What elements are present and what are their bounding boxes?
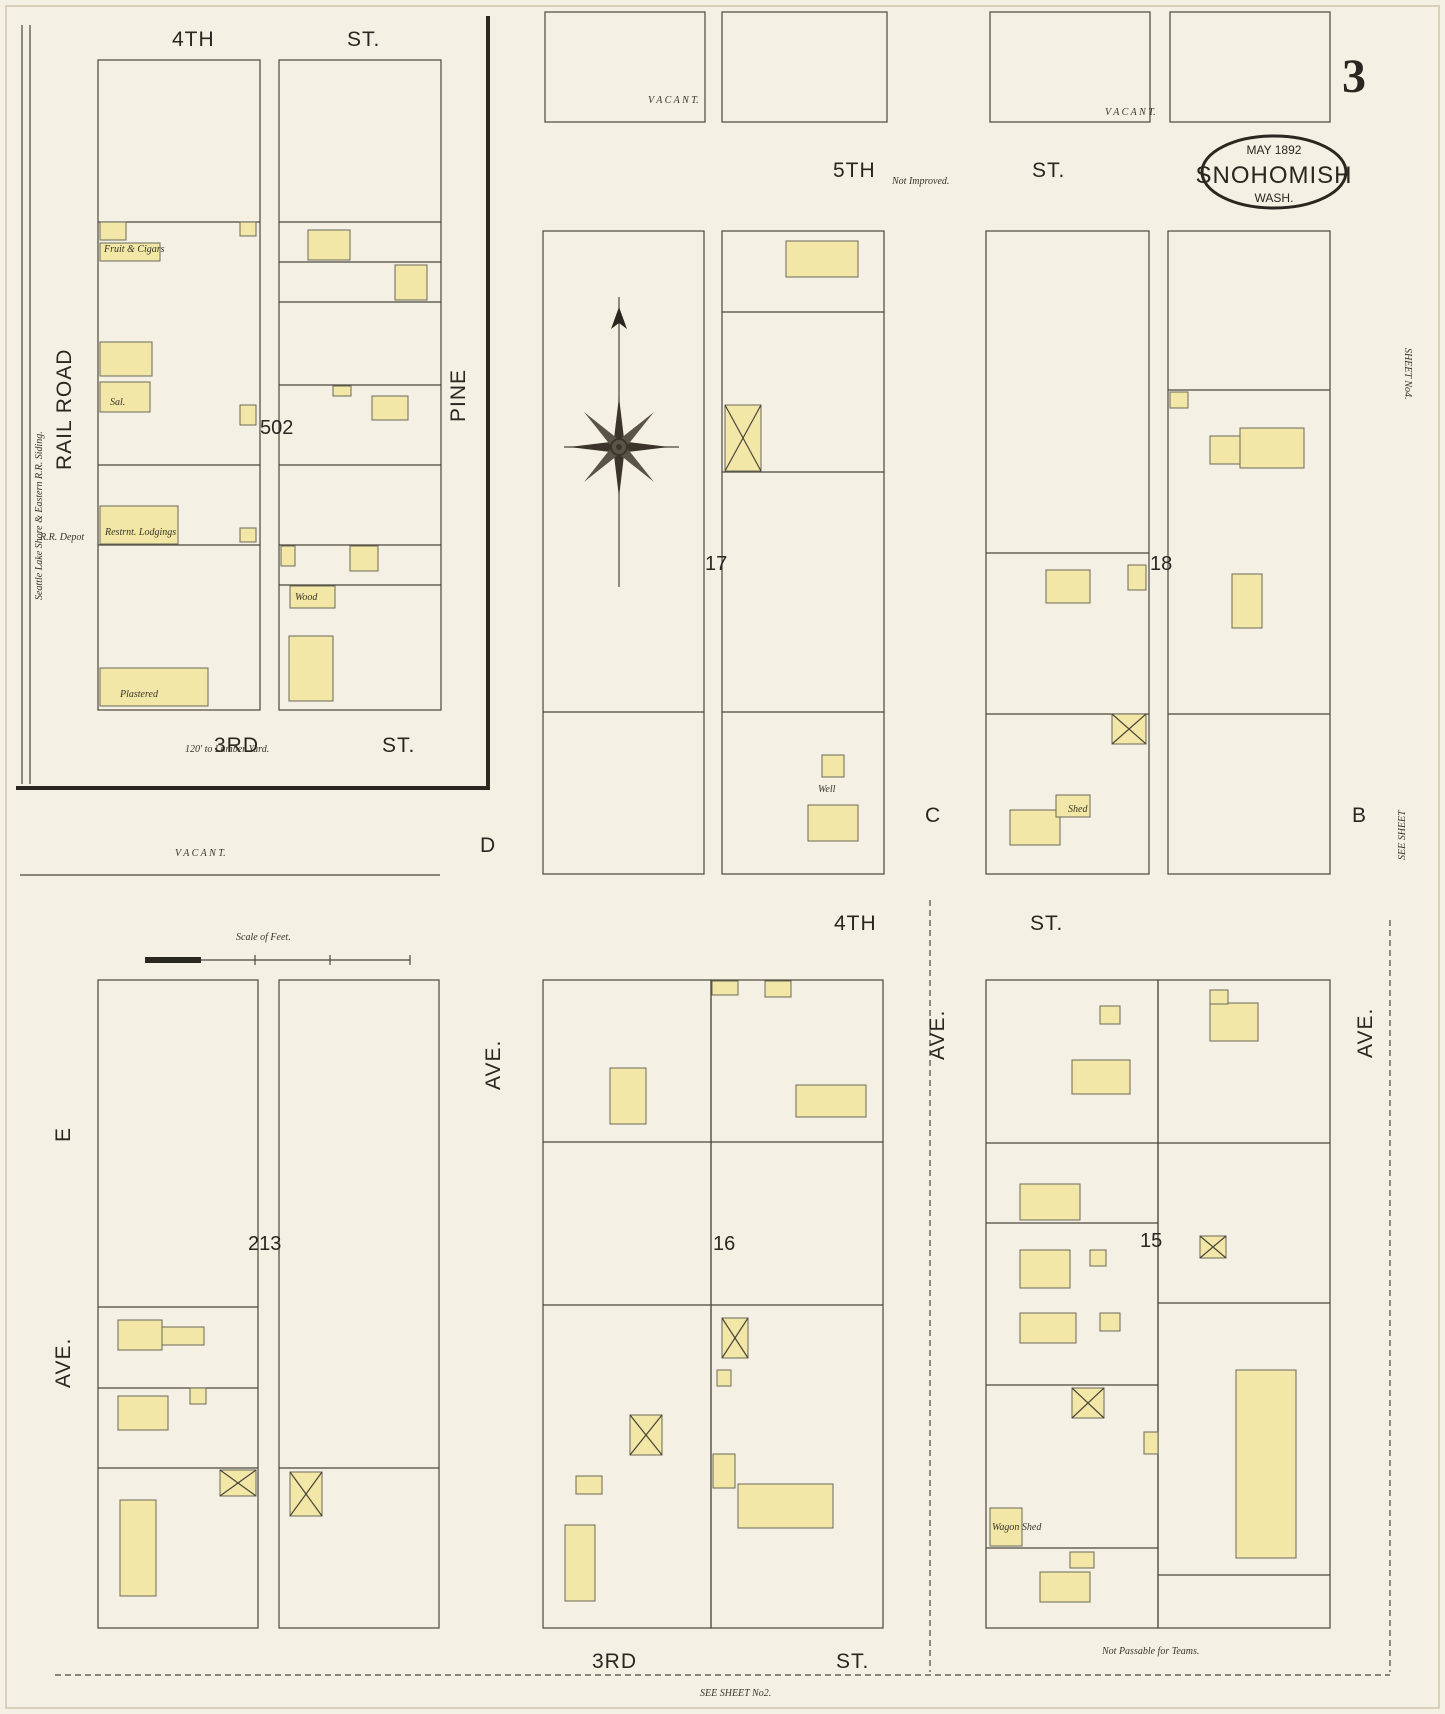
- scale-bar: Scale of Feet.: [145, 932, 411, 965]
- street-3rd-left: 3RD: [214, 734, 259, 757]
- plastered-label: Plastered: [119, 689, 159, 700]
- street-rail-road: RAIL ROAD: [53, 349, 76, 470]
- street-4th-top: 4TH: [172, 28, 215, 51]
- vacant-label-1: V A C A N T.: [648, 95, 699, 106]
- block-17: [542, 230, 885, 875]
- street-pine: PINE: [447, 369, 470, 422]
- scale-label: Scale of Feet.: [236, 932, 291, 943]
- paper-edge: [5, 5, 1440, 1709]
- wood-label: Wood: [295, 592, 318, 603]
- not-improved-label: Not Improved.: [891, 176, 949, 187]
- street-ave-c: AVE.: [926, 1010, 949, 1060]
- street-5th: 5TH: [833, 159, 876, 182]
- compass-rose: [564, 297, 679, 587]
- street-st-top-left: ST.: [347, 28, 380, 51]
- title-state: WASH.: [1255, 191, 1294, 205]
- seattle-rr-label: Seattle Lake Shore & Eastern R.R. Siding…: [34, 431, 45, 600]
- block-number-16: 16: [713, 1233, 735, 1255]
- block-213: [97, 979, 440, 1629]
- vacant-label-3: V A C A N T.: [175, 848, 226, 859]
- sheet-no4-label: SHEET No4.: [1402, 348, 1413, 400]
- sheet-number: 3: [1342, 50, 1366, 103]
- street-st-5th: ST.: [1032, 159, 1065, 182]
- street-b: B: [1352, 804, 1367, 827]
- saloon-label: Sal.: [110, 397, 125, 408]
- street-e: E: [52, 1127, 75, 1142]
- title-city: SNOHOMISH: [1195, 162, 1352, 189]
- block-18: [985, 230, 1331, 875]
- street-st-4th: ST.: [1030, 912, 1063, 935]
- title-cartouche: MAY 1892 SNOHOMISH WASH.: [1195, 134, 1352, 210]
- wagon-shed-label: Wagon Shed: [992, 1522, 1042, 1533]
- street-ave-d: AVE.: [482, 1040, 505, 1090]
- street-c: C: [925, 804, 941, 827]
- inset-frame: [16, 16, 490, 790]
- title-date: MAY 1892: [1247, 143, 1302, 157]
- shed-label: Shed: [1068, 804, 1088, 815]
- street-st-bottom: ST.: [836, 1650, 869, 1673]
- block-number-213: 213: [248, 1233, 281, 1255]
- rr-depot-label: R.R. Depot: [39, 532, 84, 543]
- block-502: [97, 59, 442, 711]
- street-4th: 4TH: [834, 912, 877, 935]
- block-15: [985, 979, 1331, 1629]
- vacant-label-2: V A C A N T.: [1105, 107, 1156, 118]
- street-st-3rd-left: ST.: [382, 734, 415, 757]
- block-number-17: 17: [705, 553, 727, 575]
- block-number-15: 15: [1140, 1230, 1162, 1252]
- lumber-yard-label: 120' to Lumber Yard.: [185, 744, 269, 755]
- block-number-18: 18: [1150, 553, 1172, 575]
- top-blocks: [544, 11, 1331, 123]
- street-3rd-bottom: 3RD: [592, 1650, 637, 1673]
- not-passable-label: Not Passable for Teams.: [1101, 1646, 1199, 1657]
- street-d: D: [480, 834, 496, 857]
- fruit-cigars-label: Fruit & Cigars: [103, 244, 165, 255]
- block-16: [542, 979, 884, 1629]
- street-ave-b: AVE.: [1354, 1008, 1377, 1058]
- street-ave-e: AVE.: [52, 1338, 75, 1388]
- see-sheet-right-label: SEE SHEET: [1397, 809, 1408, 860]
- see-sheet-no2-label: SEE SHEET No2.: [700, 1688, 771, 1699]
- restaurant-label: Restrnt. Lodgings: [104, 527, 176, 538]
- block-number-502: 502: [260, 417, 293, 439]
- well-label: Well: [818, 784, 836, 795]
